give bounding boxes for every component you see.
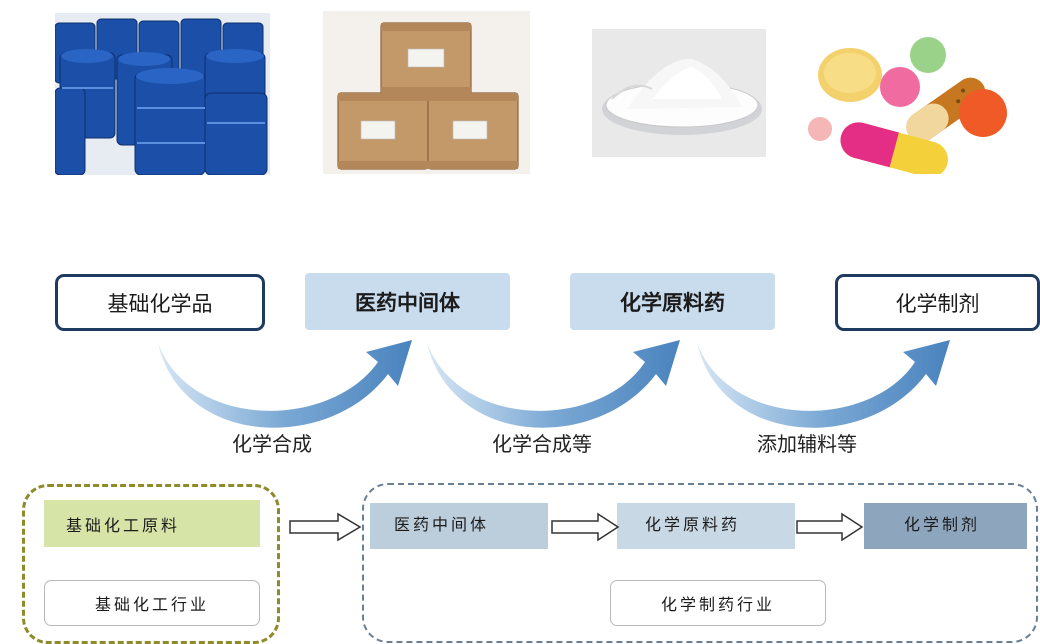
chemical-pharma-industry-group	[362, 483, 1038, 643]
stage-box-formulations: 化学制剂	[864, 503, 1027, 549]
flow-box-basic-chemicals: 基础化学品	[55, 274, 265, 331]
block-arrow-1	[289, 512, 362, 542]
pharma-industry-label: 化学制药行业	[660, 595, 775, 614]
stage-label: 医药中间体	[394, 515, 490, 534]
arrow-label-synthesis: 化学合成	[232, 432, 312, 456]
flow-box-label: 基础化学品	[107, 291, 213, 316]
pharma-industry-label-box: 化学制药行业	[610, 580, 826, 626]
flow-box-label: 医药中间体	[355, 290, 460, 315]
basic-chemical-industry-group	[22, 484, 280, 644]
flow-box-label: 化学原料药	[620, 290, 725, 315]
flow-box-formulations: 化学制剂	[835, 274, 1040, 331]
curved-arrow-2	[427, 340, 680, 428]
stage-box-api: 化学原料药	[617, 503, 795, 549]
stage-label: 化学原料药	[645, 515, 741, 534]
stage-label: 化学制剂	[904, 515, 981, 534]
flow-box-pharma-intermediates: 医药中间体	[305, 273, 510, 330]
stage-box-intermediates: 医药中间体	[370, 503, 548, 549]
base-industry-label-box: 基础化工行业	[44, 580, 260, 626]
flow-box-api: 化学原料药	[570, 273, 775, 330]
base-materials-box: 基础化工原料	[44, 500, 260, 547]
chemical-drums-photo	[55, 13, 270, 175]
flow-box-label: 化学制剂	[895, 291, 980, 316]
white-powder-photo	[592, 29, 766, 157]
base-materials-label: 基础化工原料	[66, 515, 181, 535]
fiber-drums-photo	[323, 11, 530, 174]
block-arrow-2	[551, 512, 620, 542]
block-arrow-3	[796, 512, 864, 542]
arrow-label-excipients-etc: 添加辅料等	[757, 432, 857, 456]
capsules-pills-photo	[800, 37, 1017, 174]
curved-arrow-3	[697, 340, 950, 428]
curved-arrow-1	[158, 340, 412, 428]
arrow-label-synthesis-etc: 化学合成等	[492, 432, 592, 456]
base-industry-label: 基础化工行业	[94, 595, 209, 614]
